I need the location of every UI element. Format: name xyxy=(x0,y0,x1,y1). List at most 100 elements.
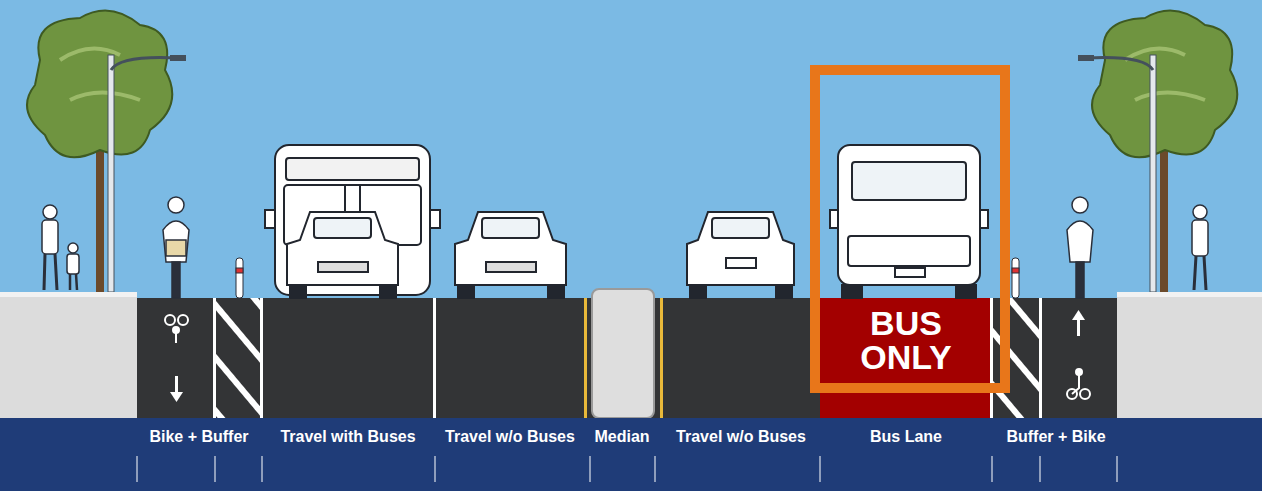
lane-arrow xyxy=(170,376,183,402)
cyclist xyxy=(166,240,186,256)
cyclist xyxy=(1072,197,1088,213)
sidewalk xyxy=(0,292,137,297)
roadway xyxy=(592,289,654,418)
lane-divider-tick xyxy=(435,456,436,482)
bollard xyxy=(1012,258,1019,298)
cyclist xyxy=(163,221,189,262)
car-front xyxy=(318,262,368,272)
car-front xyxy=(287,212,398,298)
roadway xyxy=(137,289,1117,418)
car-front xyxy=(548,285,564,298)
roadway xyxy=(660,298,663,418)
cyclist xyxy=(1076,262,1084,298)
lane-divider-tick xyxy=(992,456,993,482)
tree xyxy=(27,10,172,292)
roadway xyxy=(215,298,262,418)
tree xyxy=(96,140,104,292)
pedestrian xyxy=(1193,205,1207,219)
bus-front xyxy=(430,210,440,228)
street-light xyxy=(170,55,186,61)
roadway xyxy=(1039,298,1042,418)
cyclist xyxy=(172,262,180,298)
lane-label: Bus Lane xyxy=(870,428,942,446)
pedestrian xyxy=(1194,256,1206,290)
bollard xyxy=(236,268,243,273)
roadway xyxy=(260,298,263,418)
pedestrian xyxy=(67,254,79,274)
pedestrian xyxy=(68,243,78,253)
bus-front xyxy=(265,145,440,295)
pedestrian xyxy=(42,220,58,254)
sidewalk xyxy=(1117,292,1262,297)
bus-rear xyxy=(956,285,976,298)
car-front xyxy=(455,212,566,285)
lane-divider-tick xyxy=(215,456,216,482)
bike-symbol xyxy=(178,315,188,325)
lane-divider-tick xyxy=(1117,456,1118,482)
cyclist xyxy=(1067,221,1093,262)
street-light xyxy=(1078,55,1094,61)
bus-rear xyxy=(842,285,862,298)
lane-divider-tick xyxy=(137,456,138,482)
pedestrian xyxy=(1192,205,1208,290)
lane-divider-tick xyxy=(655,456,656,482)
roadway xyxy=(584,298,587,418)
tree xyxy=(1092,10,1237,292)
street-light xyxy=(1150,55,1156,292)
lane-label: Buffer + Bike xyxy=(1006,428,1105,446)
car-front xyxy=(458,285,474,298)
roadway xyxy=(433,298,436,418)
street-light xyxy=(1086,58,1153,71)
cyclist xyxy=(168,197,184,213)
lane-arrow xyxy=(1072,310,1085,320)
bike-symbol xyxy=(1080,389,1090,399)
lane-arrow xyxy=(1077,318,1080,336)
street-light xyxy=(108,55,114,292)
tree xyxy=(1092,10,1237,157)
bike-symbol xyxy=(173,327,179,333)
label-band xyxy=(0,418,1262,491)
car-front xyxy=(314,218,371,238)
street-light xyxy=(111,58,178,71)
lane-divider-tick xyxy=(1040,456,1041,482)
bus-lane-marking: BUS ONLY xyxy=(820,298,992,418)
label-band xyxy=(0,418,1262,491)
bus-rear xyxy=(852,162,966,200)
bus-rear xyxy=(830,145,988,298)
lane-divider-tick xyxy=(590,456,591,482)
cyclist xyxy=(1067,197,1093,298)
pedestrian xyxy=(42,205,79,290)
lane-label: Travel with Buses xyxy=(280,428,415,446)
bike-symbol xyxy=(1076,369,1082,375)
sidewalk xyxy=(0,292,137,418)
roadway xyxy=(820,298,992,418)
bus-rear xyxy=(830,210,838,228)
bike-symbol xyxy=(165,315,188,343)
bike-symbol xyxy=(1067,369,1090,399)
car-front xyxy=(380,285,396,298)
lane-text: BUS ONLY xyxy=(851,306,961,374)
bus-rear xyxy=(980,210,988,228)
lane-arrow xyxy=(1072,310,1085,336)
bus-front xyxy=(265,210,275,228)
car-rear xyxy=(712,218,769,238)
bike-symbol xyxy=(165,315,175,325)
lane-divider-tick xyxy=(137,456,1117,482)
pedestrian xyxy=(70,274,77,290)
lane-divider-tick xyxy=(262,456,263,482)
pedestrian xyxy=(1192,220,1208,256)
lane-arrow xyxy=(170,392,183,402)
bus-rear xyxy=(895,268,925,277)
tree xyxy=(27,10,172,157)
car-rear xyxy=(687,212,794,285)
bollard xyxy=(236,258,243,298)
pedestrian xyxy=(43,205,57,219)
lane-label: Travel w/o Buses xyxy=(445,428,575,446)
tree xyxy=(60,49,140,100)
lane-label: Median xyxy=(594,428,649,446)
car-rear xyxy=(687,212,794,298)
roadway xyxy=(992,298,1040,418)
roadway xyxy=(213,298,216,418)
pedestrian xyxy=(44,254,57,290)
